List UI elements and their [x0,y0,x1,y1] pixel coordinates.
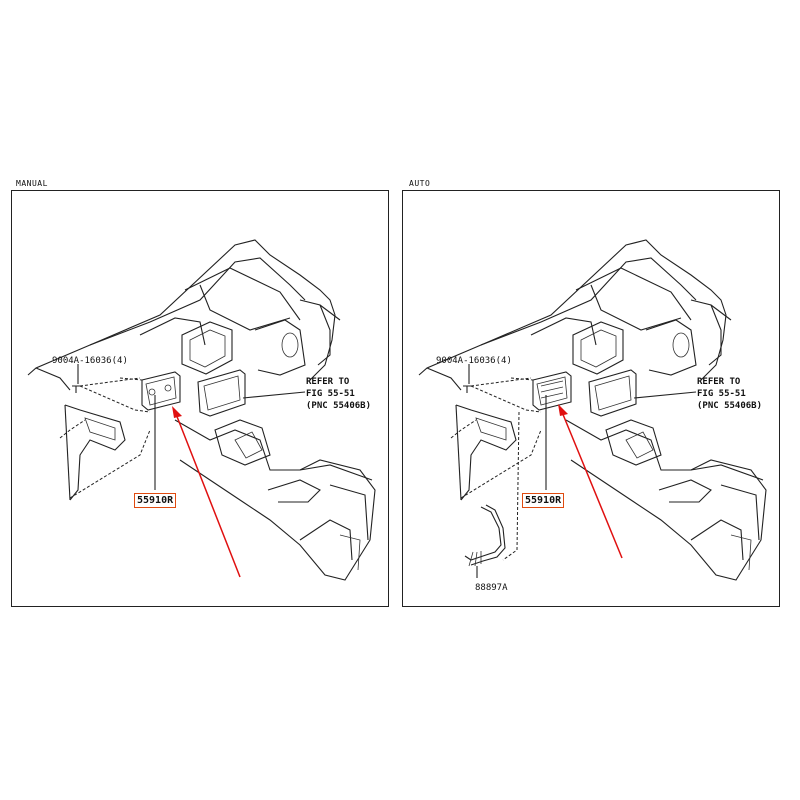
diagram-panel-auto [402,190,780,607]
diagram-panel-manual [11,190,389,607]
refer-label-manual-line2: FIG 55-51 [306,389,355,399]
fastener-label-auto: 9004A-16036(4) [436,356,512,366]
refer-label-manual-line3: (PNC 55406B) [306,401,371,411]
panel-title-manual: MANUAL [16,179,48,188]
refer-label-auto-line3: (PNC 55406B) [697,401,762,411]
fastener-label-manual: 9004A-16036(4) [52,356,128,366]
part-number-box-manual: 55910R [134,493,177,508]
refer-label-auto-line2: FIG 55-51 [697,389,746,399]
aspirator-part-label-auto: 88897A [475,583,508,593]
part-number-box-auto: 55910R [522,493,565,508]
panel-title-auto: AUTO [409,179,431,188]
refer-label-manual-line1: REFER TO [306,377,350,387]
refer-label-auto-line1: REFER TO [697,377,741,387]
